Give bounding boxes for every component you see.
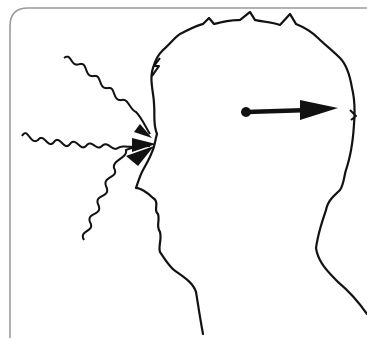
internal-arrow [241, 100, 338, 120]
incoming-wavy-arrows [22, 57, 156, 240]
wavy-arrow-top [64, 57, 150, 134]
head-silhouette [136, 12, 367, 334]
wavy-arrow-middle [22, 133, 150, 149]
arrow-head [300, 100, 338, 120]
panel-border [10, 8, 367, 338]
